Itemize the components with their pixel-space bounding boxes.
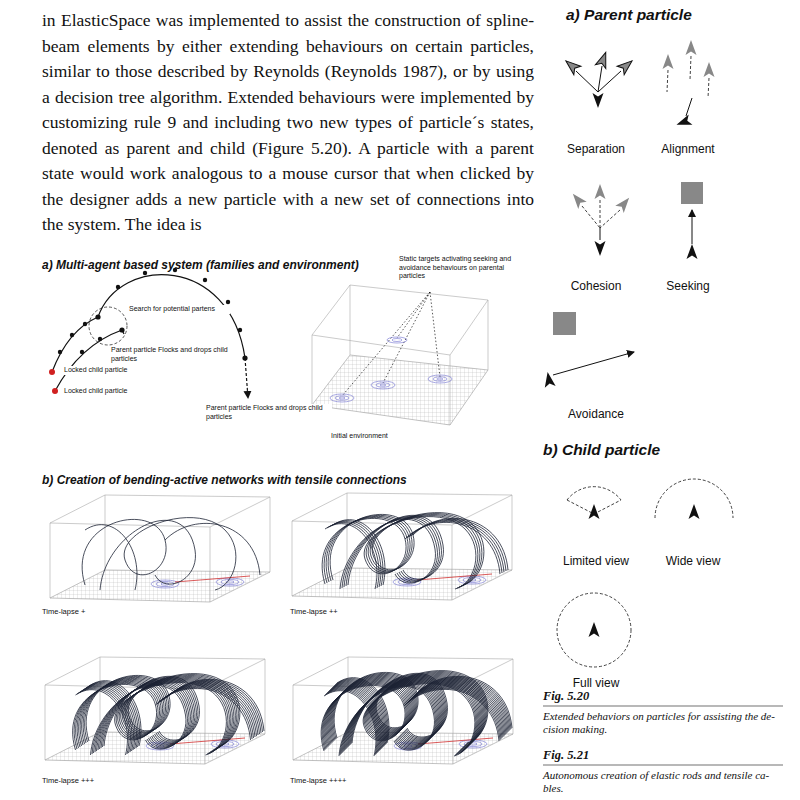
figure-caption: Extended behaviors on particles for assi… <box>543 710 788 735</box>
behaviour-label: Seeking <box>638 279 738 293</box>
timelapse-panel <box>292 493 512 600</box>
caption-rule <box>543 706 783 707</box>
child-particle <box>589 622 600 637</box>
avoidance-icon <box>542 312 634 388</box>
panel-heading: b) Child particle <box>543 441 783 459</box>
figure-number: Fig. 5.20 <box>543 689 663 703</box>
timelapse-panel <box>50 495 270 602</box>
panel-heading: a) Parent particle <box>566 6 786 24</box>
behaviour-label: Avoidance <box>546 407 646 421</box>
view-label: Limited view <box>546 554 646 568</box>
timelapse-label: Time-lapse +++ <box>42 776 162 785</box>
figure-caption: Autonomous creation of elastic rods and … <box>543 769 788 794</box>
full-view-icon <box>557 593 631 667</box>
behaviour-label: Separation <box>546 142 646 156</box>
view-label: Full view <box>546 676 646 690</box>
search-radius <box>89 307 127 345</box>
child-particle <box>689 504 700 519</box>
annotation: Search for potential partens <box>128 305 230 314</box>
particle-dots <box>58 268 248 372</box>
locked-particle <box>49 369 55 375</box>
seeking-icon <box>681 182 703 259</box>
separation-icon <box>562 51 635 108</box>
child-particle <box>589 504 600 519</box>
panel-heading: b) Creation of bending-active networks w… <box>42 473 522 487</box>
caption-rule <box>543 765 783 766</box>
annotation: Initial environment <box>330 432 432 441</box>
initial-environment <box>312 285 488 425</box>
behaviour-label: Alignment <box>638 142 738 156</box>
timelapse-panel <box>293 657 513 764</box>
body-paragraph: in ElasticSpace was implemented to assis… <box>42 8 534 238</box>
annotation: Locked child particle <box>63 366 155 375</box>
annotation: Parent particle Flocks and drops child p… <box>205 404 332 421</box>
timelapse-label: Time-lapse + <box>42 607 162 616</box>
particle-chain <box>52 275 248 398</box>
timelapse-label: Time-lapse ++++ <box>290 776 410 785</box>
timelapse-label: Time-lapse ++ <box>290 607 410 616</box>
locked-particle <box>52 388 58 394</box>
annotation: Parent particle Flocks and drops child p… <box>110 346 234 363</box>
alignment-icon <box>663 40 715 130</box>
behaviour-label: Cohesion <box>546 279 646 293</box>
view-label: Wide view <box>643 554 743 568</box>
figure-number: Fig. 5.21 <box>543 748 663 762</box>
annotation: Static targets activating seeking and av… <box>398 255 525 281</box>
timelapse-panel <box>45 657 265 764</box>
annotation: Locked child particle <box>63 387 155 396</box>
wide-view-icon <box>655 479 733 518</box>
cohesion-icon <box>569 184 634 256</box>
